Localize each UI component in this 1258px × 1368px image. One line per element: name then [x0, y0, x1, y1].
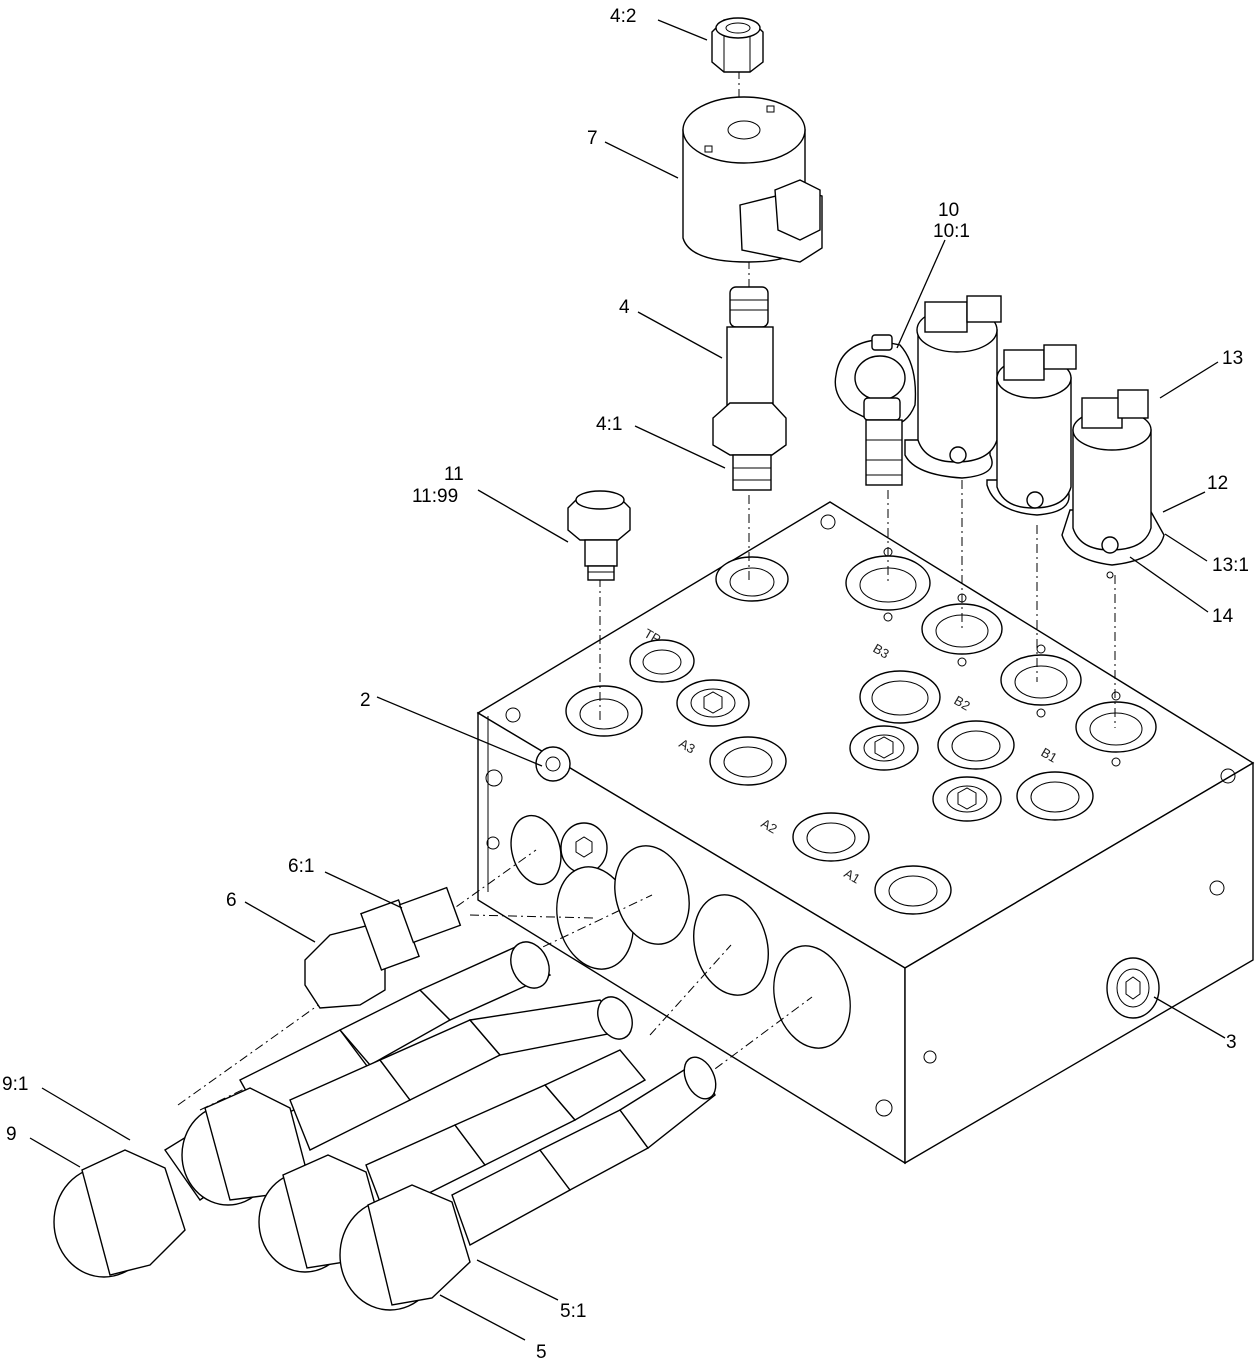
port-b1-plug [932, 776, 1002, 822]
leader-lines [29, 19, 1226, 1341]
callout-11-99: 11:99 [412, 486, 458, 507]
port-label-b2: B2 [952, 693, 973, 714]
relief-valve-11 [567, 490, 631, 581]
callout-10: 10 [938, 200, 959, 221]
solenoid-coil-7 [682, 96, 823, 263]
callout-3: 3 [1226, 1032, 1237, 1053]
callout-9: 9 [6, 1124, 17, 1145]
solenoid-valve-12 [1061, 389, 1165, 579]
cartridge-row-2 [181, 996, 633, 1206]
port-b2 [937, 720, 1015, 770]
nut-4-2 [711, 17, 764, 73]
front-face-cavities [485, 746, 937, 1117]
cartridge-valve-10 [834, 334, 917, 486]
callout-7: 7 [587, 128, 598, 149]
callout-2: 2 [360, 690, 371, 711]
port-cartridge-10 [845, 547, 931, 622]
port-a3 [709, 736, 787, 786]
cartridge-5 [339, 1056, 717, 1311]
cartridge-valve-4 [712, 286, 787, 491]
callout-14: 14 [1212, 606, 1234, 627]
callout-12: 12 [1207, 473, 1228, 494]
port-label-a1: A1 [842, 866, 863, 887]
solenoid-valve-b [986, 344, 1077, 516]
port-plug-tp [676, 679, 750, 727]
port-labels: TP B3 B2 B1 A3 A2 A1 [642, 626, 1060, 887]
port-label-tp: TP [642, 626, 664, 647]
port-label-a2: A2 [759, 816, 780, 837]
port-a2 [792, 812, 870, 862]
port-b2-plug [849, 725, 919, 771]
port-a1 [874, 865, 952, 915]
port-label-a3: A3 [677, 736, 698, 757]
callout-5: 5 [536, 1342, 547, 1363]
port-cartridge-4 [715, 556, 789, 602]
callout-4: 4 [619, 297, 630, 318]
top-face-ports [565, 547, 1157, 915]
callout-4-1: 4:1 [596, 414, 622, 435]
side-plug-3 [1106, 880, 1225, 1019]
callout-labels: 4:2 7 10 10:1 4 13 4:1 12 11 11:99 13:1 … [2, 6, 1249, 1363]
callout-6-1: 6:1 [288, 856, 314, 877]
callout-6: 6 [226, 890, 237, 911]
callout-5-1: 5:1 [560, 1301, 586, 1322]
callout-4-2: 4:2 [610, 6, 636, 27]
port-b1 [1016, 771, 1094, 821]
callout-13-1: 13:1 [1212, 555, 1249, 576]
port-relief-cavity [565, 685, 643, 737]
callout-9-1: 9:1 [2, 1074, 28, 1095]
port-valve-13 [1075, 691, 1157, 767]
port-tp [629, 639, 695, 683]
port-b3 [859, 670, 941, 724]
port-valve-11 [921, 593, 1003, 667]
callout-10-1: 10:1 [933, 221, 970, 242]
port-valve-12 [1000, 644, 1082, 718]
callout-11: 11 [444, 464, 464, 485]
solenoid-valve-a [904, 295, 1002, 479]
port-label-b3: B3 [871, 641, 892, 662]
callout-13: 13 [1222, 348, 1243, 369]
port-label-b1: B1 [1039, 745, 1060, 766]
valve-6 [304, 886, 462, 1009]
